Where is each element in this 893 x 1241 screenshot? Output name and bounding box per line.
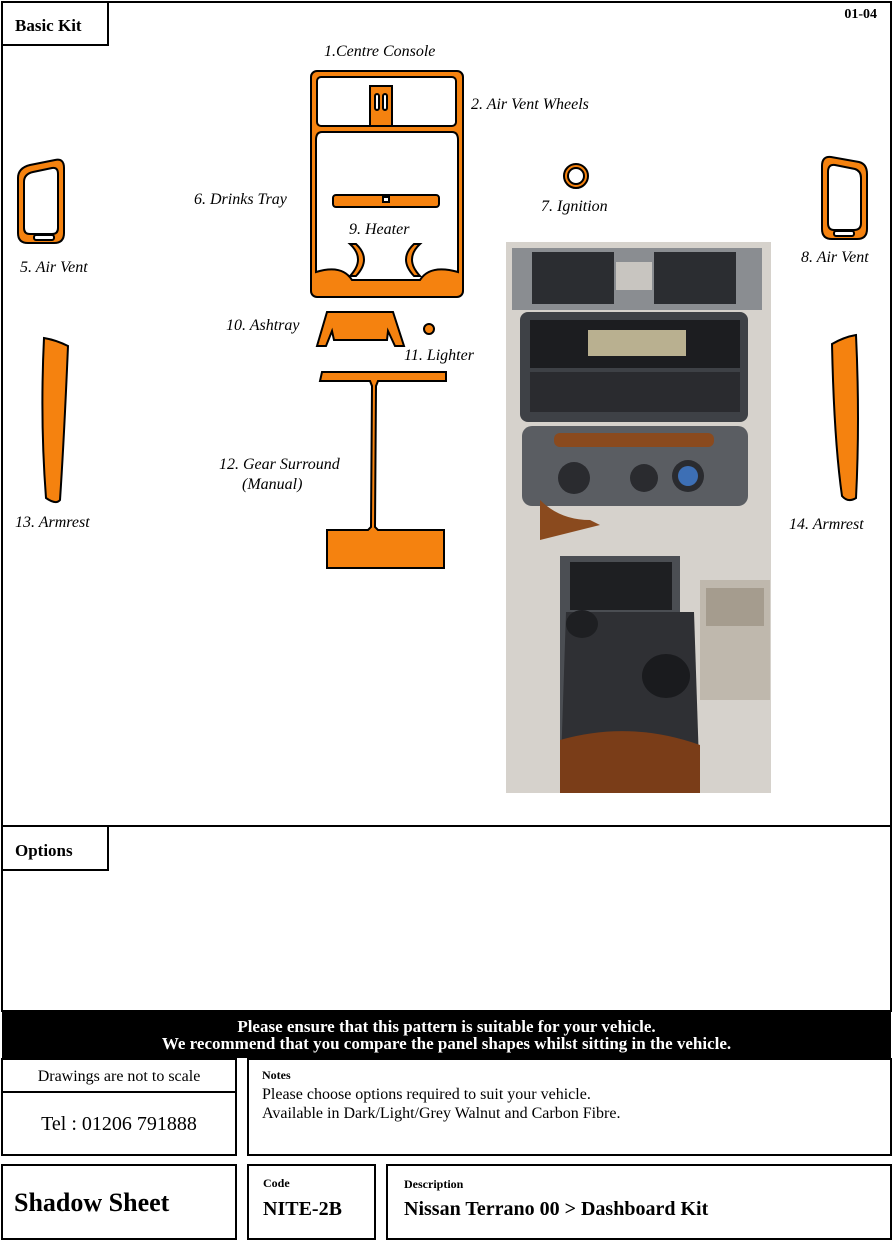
centre-console-shape (310, 70, 464, 298)
gear-surround-shape (318, 371, 447, 569)
armrest-right-shape (830, 333, 859, 502)
label-armrest-left: 13. Armrest (15, 514, 90, 531)
notes-line-2: Available in Dark/Light/Grey Walnut and … (262, 1105, 621, 1122)
armrest-left-shape (41, 336, 70, 504)
scale-note-box: Drawings are not to scale (1, 1058, 237, 1093)
label-gear-surround-manual: (Manual) (242, 476, 303, 493)
basic-kit-label: Basic Kit (1, 1, 109, 46)
options-label: Options (1, 825, 109, 871)
code-box: Code NITE-2B (247, 1164, 376, 1240)
label-gear-surround: 12. Gear Surround (219, 456, 340, 473)
options-panel (1, 825, 892, 1012)
label-ashtray: 10. Ashtray (226, 317, 300, 334)
label-drinks-tray: 6. Drinks Tray (194, 191, 287, 208)
description-label: Description (404, 1177, 464, 1191)
lighter-shape (423, 323, 435, 335)
ashtray-shape (315, 311, 406, 347)
label-lighter: 11. Lighter (404, 347, 474, 364)
label-centre-console: 1.Centre Console (324, 43, 436, 60)
description-value: Nissan Terrano 00 > Dashboard Kit (404, 1198, 709, 1220)
heater-left-shape (347, 243, 365, 277)
sheet-number: 01-04 (844, 7, 877, 22)
car-interior-photo (506, 242, 771, 793)
notes-box: Notes Please choose options required to … (247, 1058, 892, 1156)
label-ignition: 7. Ignition (541, 198, 608, 215)
description-box: Description Nissan Terrano 00 > Dashboar… (386, 1164, 892, 1240)
label-air-vent-right: 8. Air Vent (801, 249, 869, 266)
notes-line-1: Please choose options required to suit y… (262, 1086, 591, 1103)
label-air-vent-left: 5. Air Vent (20, 259, 88, 276)
label-heater: 9. Heater (349, 221, 410, 238)
label-air-vent-wheels: 2. Air Vent Wheels (471, 96, 589, 113)
warning-banner: Please ensure that this pattern is suita… (2, 1011, 891, 1058)
code-value: NITE-2B (263, 1198, 342, 1220)
warning-line-1: Please ensure that this pattern is suita… (237, 1017, 656, 1036)
tel-box: Tel : 01206 791888 (1, 1091, 237, 1156)
label-armrest-right: 14. Armrest (789, 516, 864, 533)
notes-label: Notes (262, 1068, 291, 1082)
code-label: Code (263, 1176, 290, 1190)
shadow-sheet-title: Shadow Sheet (1, 1164, 237, 1240)
warning-line-2: We recommend that you compare the panel … (161, 1034, 732, 1053)
heater-right-shape (405, 243, 423, 277)
panel-shapes-drawing (17, 70, 868, 793)
